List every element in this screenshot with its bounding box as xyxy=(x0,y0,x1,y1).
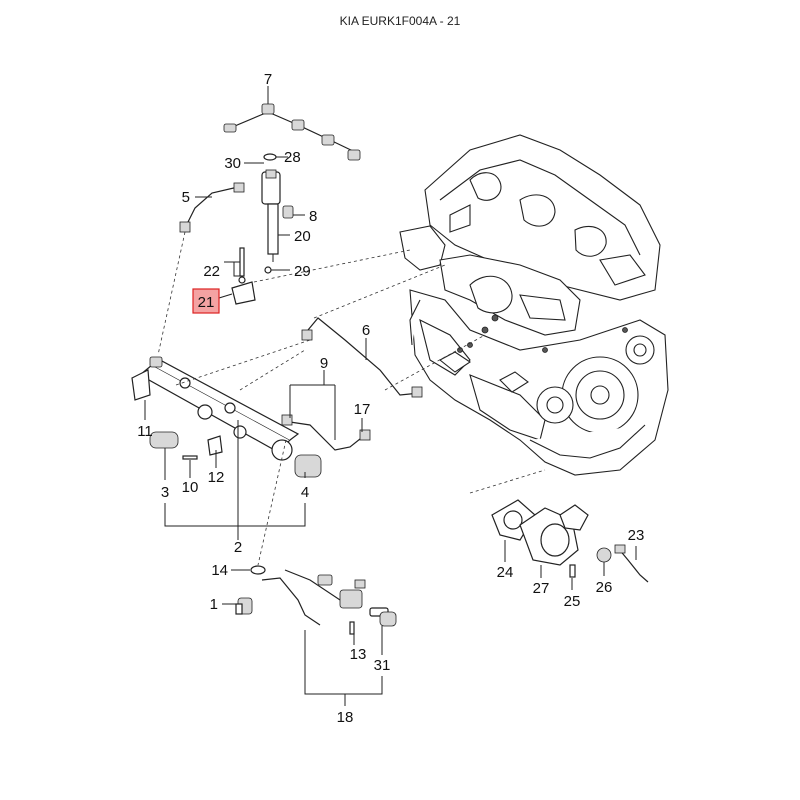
callout-25: 25 xyxy=(564,593,581,610)
callout-3: 3 xyxy=(161,484,169,501)
callout-labels: 7 28 30 5 8 20 22 29 21 6 9 17 11 3 10 1… xyxy=(137,71,644,726)
diagram-title: KIA EURK1F004A - 21 xyxy=(339,14,461,28)
callout-11: 11 xyxy=(137,423,153,440)
common-rail-assembly xyxy=(131,317,423,575)
callout-6: 6 xyxy=(362,322,370,339)
callout-14: 14 xyxy=(211,562,228,579)
callout-30: 30 xyxy=(224,155,241,172)
callout-22: 22 xyxy=(203,263,220,280)
callout-2: 2 xyxy=(234,539,242,556)
reference-lines xyxy=(157,231,546,566)
fuel-line-assembly xyxy=(235,569,397,635)
callout-5: 5 xyxy=(182,189,190,206)
callout-10: 10 xyxy=(182,479,199,496)
engine-block xyxy=(399,134,669,476)
callout-1: 1 xyxy=(210,596,218,613)
callout-17: 17 xyxy=(354,401,371,418)
callout-28: 28 xyxy=(284,149,301,166)
callout-13: 13 xyxy=(350,646,367,663)
callout-12: 12 xyxy=(208,469,225,486)
callout-7: 7 xyxy=(264,71,272,88)
callout-9: 9 xyxy=(320,355,328,372)
callout-4: 4 xyxy=(301,484,309,501)
callout-27: 27 xyxy=(533,580,550,597)
leader-lines xyxy=(144,86,637,706)
injector-assembly xyxy=(179,153,294,305)
callout-18: 18 xyxy=(337,709,354,726)
callout-24: 24 xyxy=(497,564,514,581)
callout-8: 8 xyxy=(309,208,317,225)
thermostat-assembly xyxy=(491,499,649,583)
return-pipe-assembly xyxy=(223,95,361,161)
highlight-box-21 xyxy=(192,288,220,314)
callout-21: 21 xyxy=(198,294,215,311)
callout-23: 23 xyxy=(628,527,645,544)
callout-26: 26 xyxy=(596,579,613,596)
callout-31: 31 xyxy=(374,657,391,674)
callout-29: 29 xyxy=(294,263,311,280)
callout-20: 20 xyxy=(294,228,311,245)
